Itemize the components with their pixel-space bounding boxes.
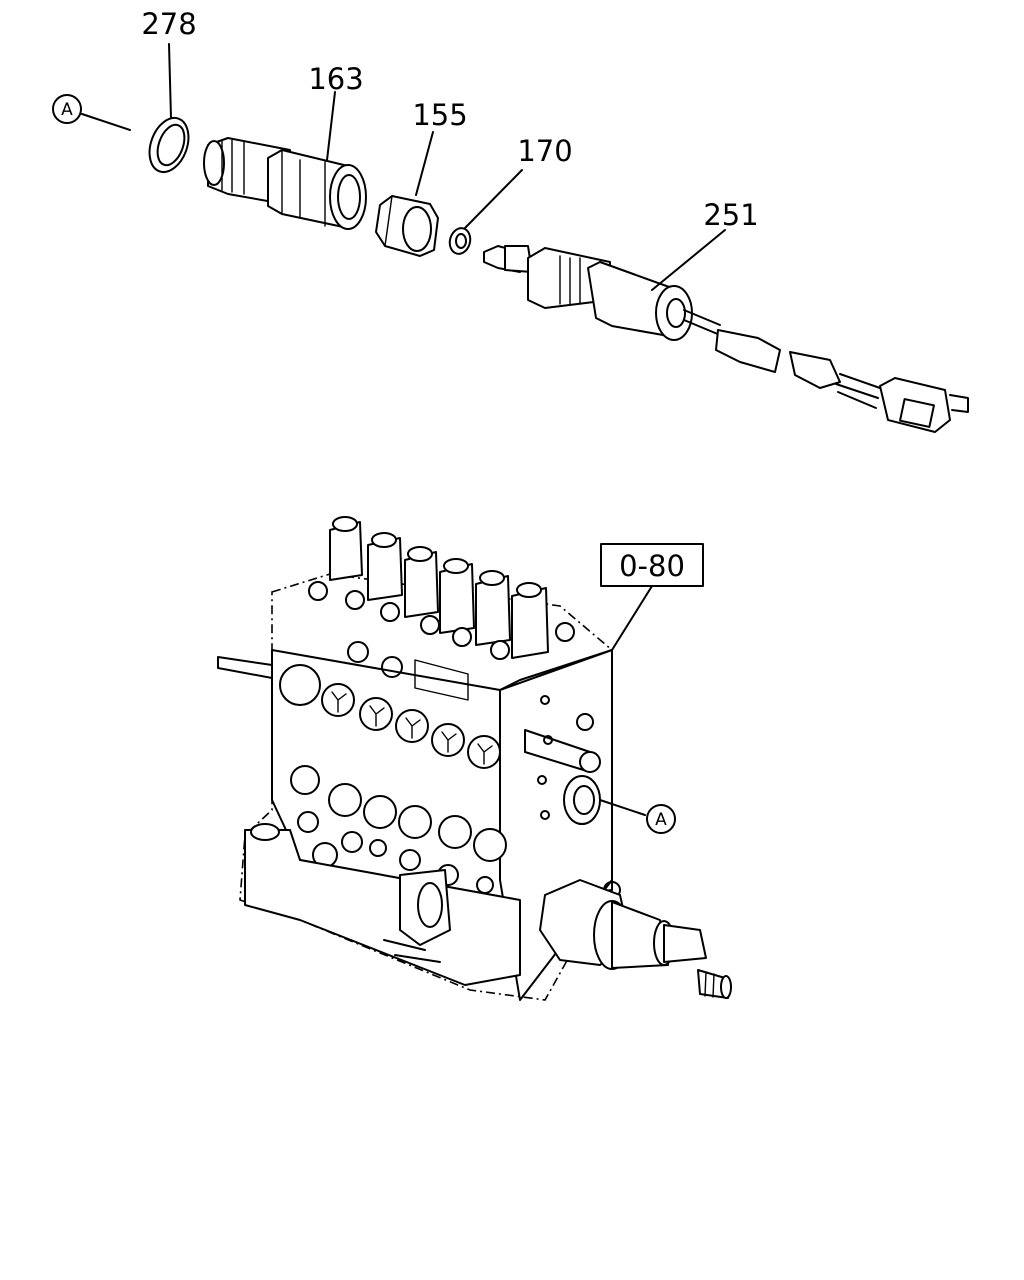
injection-pump-assembly (217, 516, 732, 1001)
side-ports (524, 695, 621, 899)
inspection-windows (279, 664, 501, 769)
pump-top-plate (347, 641, 469, 701)
label-251: 251 (703, 198, 758, 232)
svg-text:A: A (655, 810, 667, 830)
part-170-washer: 170 (448, 134, 573, 255)
part-251-solenoid: 251 (483, 198, 969, 433)
reference-box-0-80: 0-80 (600, 543, 704, 651)
part-155-nut: 155 (375, 98, 468, 257)
delivery-valves (308, 516, 575, 660)
svg-text:0-80: 0-80 (619, 549, 685, 583)
part-278-ring: 278 (141, 7, 197, 174)
part-163-holder: 163 (203, 62, 367, 230)
reference-marker-a-top: A (52, 94, 131, 131)
reference-marker-a-pump: A (599, 799, 676, 834)
label-170: 170 (517, 134, 572, 168)
drive-shaft (539, 879, 732, 999)
label-155: 155 (412, 98, 467, 132)
label-163: 163 (308, 62, 363, 96)
svg-text:A: A (61, 100, 73, 120)
label-278: 278 (141, 7, 196, 41)
lower-ports (290, 765, 507, 894)
